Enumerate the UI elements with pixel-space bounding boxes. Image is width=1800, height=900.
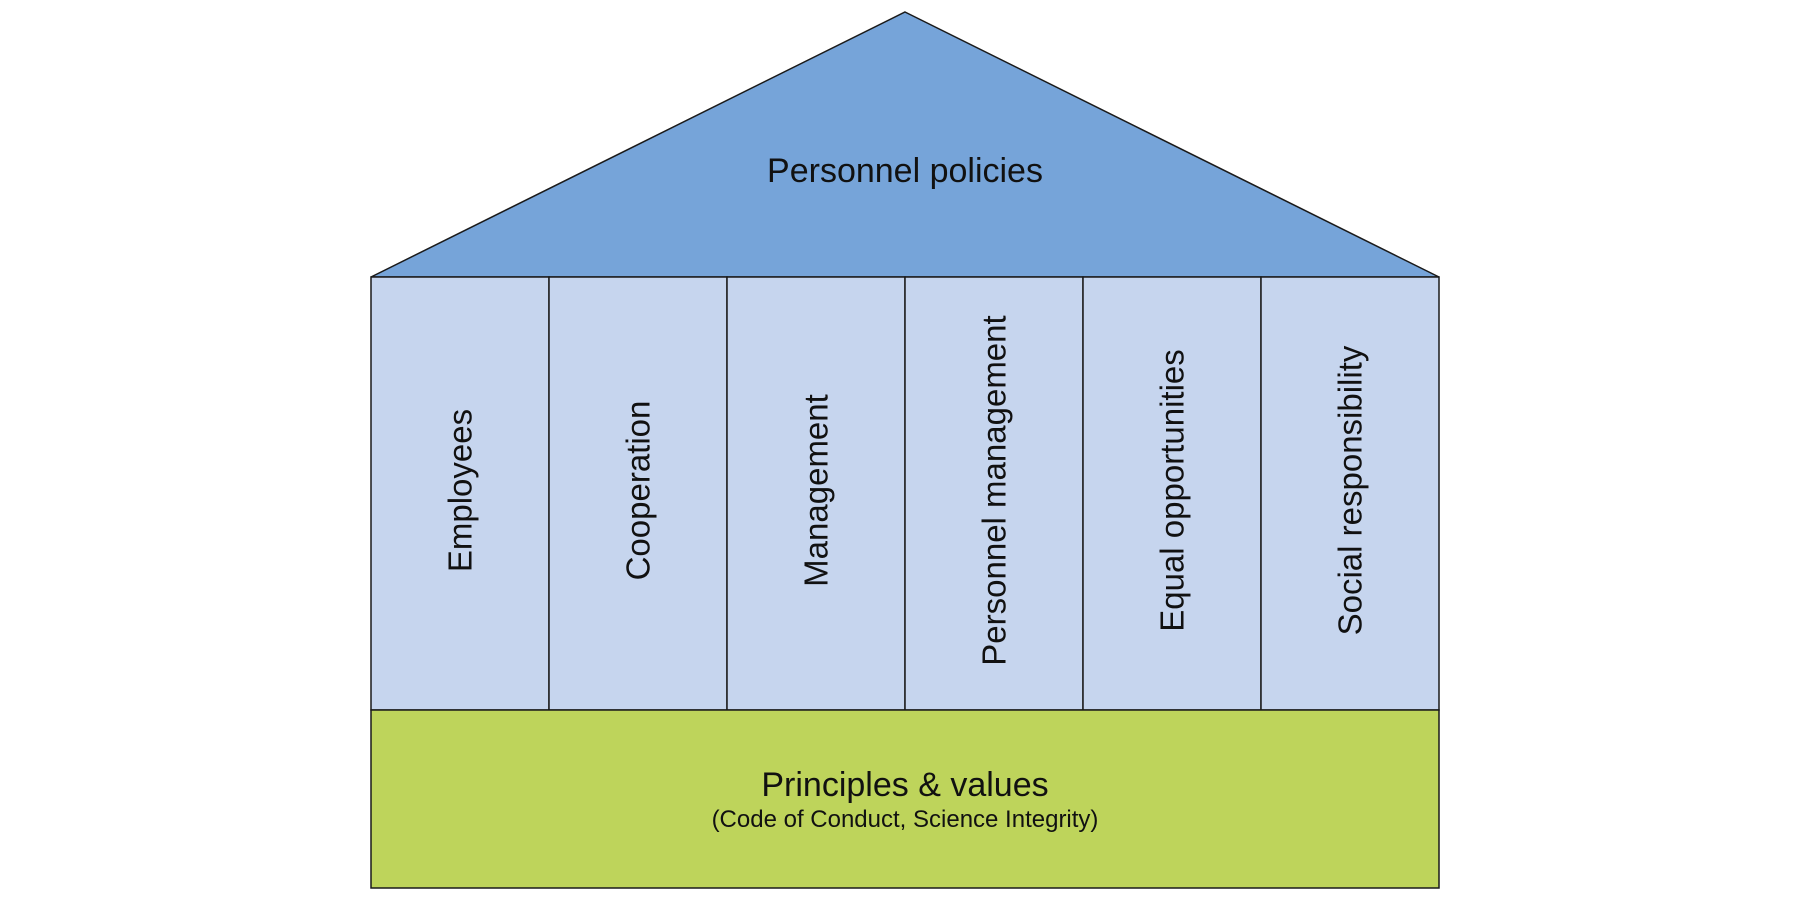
- roof-triangle: [370, 11, 1440, 278]
- pillar-label: Social responsibility: [1332, 345, 1369, 635]
- pillar: Social responsibility: [1260, 276, 1440, 711]
- base-foundation: [370, 709, 1440, 889]
- pillar: Personnel management: [904, 276, 1084, 711]
- base-title: Principles & values: [761, 766, 1048, 804]
- pillar-label: Equal opportunities: [1154, 349, 1191, 632]
- pillar-shape: [904, 276, 1084, 711]
- pillar-label: Employees: [442, 409, 479, 572]
- pillar-label: Management: [798, 394, 835, 587]
- pillar: Employees: [370, 276, 550, 711]
- pillar-shape: [726, 276, 906, 711]
- pillar-label: Personnel management: [976, 315, 1013, 665]
- roof: Personnel policies: [370, 11, 1440, 278]
- pillar-shape: [548, 276, 728, 711]
- pillars: Employees Cooperation Management Personnel …: [370, 276, 1440, 711]
- pillar: Management: [726, 276, 906, 711]
- pillar: Equal opportunities: [1082, 276, 1262, 711]
- pillar-shape: [370, 276, 550, 711]
- base: Principles & values (Code of Conduct, Sc…: [370, 709, 1440, 889]
- base-subtitle: (Code of Conduct, Science Integrity): [712, 806, 1099, 833]
- roof-label: Personnel policies: [767, 152, 1043, 190]
- pillar-label: Cooperation: [620, 401, 657, 581]
- pillar: Cooperation: [548, 276, 728, 711]
- pillar-shape: [1082, 276, 1262, 711]
- pillar-shape: [1260, 276, 1440, 711]
